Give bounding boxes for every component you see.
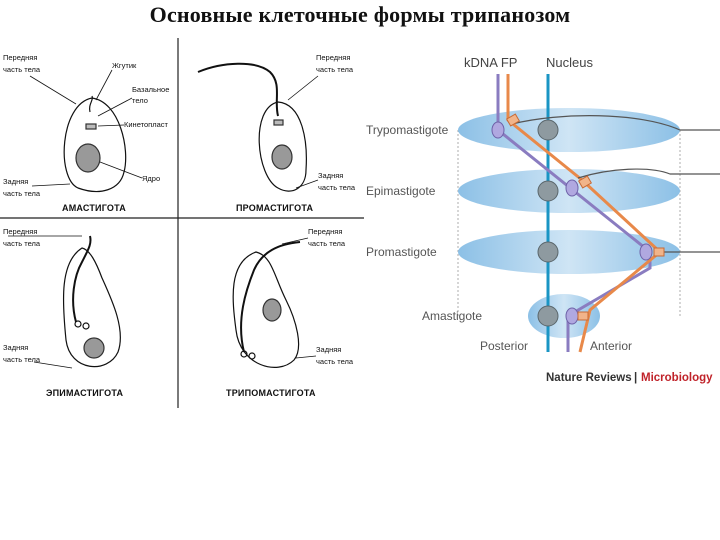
form-promastigote: ПРОМАСТИГОТА <box>236 203 313 213</box>
flagellum-label: Жгутик <box>112 61 137 70</box>
form-trypomastigote: ТРИПОМАСТИГОТА <box>226 388 316 398</box>
disc-promastigote <box>458 230 680 274</box>
stage-label-promastigote: Promastigote <box>366 245 437 259</box>
promastigote-rear-label-1: Задняя <box>318 171 343 180</box>
promastigote-rear-label-2: часть тела <box>318 183 356 192</box>
posterior-label: Posterior <box>480 339 528 353</box>
anterior-label: Anterior <box>590 339 632 353</box>
epimastigote-front-label-1: Передняя <box>3 227 37 236</box>
amastigote-rear-label-2: часть тела <box>3 189 41 198</box>
trypomastigote-front-label-2: часть тела <box>308 239 346 248</box>
amastigote-rear-label-1: Задняя <box>3 177 28 186</box>
epimastigote-rear-label-2: часть тела <box>3 355 41 364</box>
epimastigote-cell <box>62 235 121 368</box>
trypomastigote-front-label-1: Передняя <box>308 227 342 236</box>
amastigote-front-label-1: Передняя <box>3 53 37 62</box>
kinetoplast-label: Кинетопласт <box>124 120 169 129</box>
promastigote-cell <box>197 62 307 192</box>
epimastigote-front-label-2: часть тела <box>3 239 41 248</box>
trypomastigote-cell <box>232 241 301 368</box>
stage-label-epimastigote: Epimastigote <box>366 184 436 198</box>
form-amastigote: АМАСТИГОТА <box>62 203 126 213</box>
epimastigote-rear-label-1: Задняя <box>3 343 28 352</box>
promastigote-front-label-2: часть тела <box>316 65 354 74</box>
nature-reviews-credit: Nature Reviews <box>546 372 632 384</box>
form-epimastigote: ЭПИМАСТИГОТА <box>46 388 123 398</box>
microbiology-credit: Microbiology <box>641 372 713 384</box>
basal-body-label-1: Базальное <box>132 85 169 94</box>
header-kdna-fp: kDNA FP <box>464 55 517 70</box>
amastigote-front-label-2: часть тела <box>3 65 41 74</box>
trypomastigote-rear-label-2: часть тела <box>316 357 354 366</box>
stage-label-amastigote: Amastigote <box>422 309 482 323</box>
credit-separator: | <box>634 372 637 384</box>
header-nucleus: Nucleus <box>546 55 593 70</box>
promastigote-front-label-1: Передняя <box>316 53 350 62</box>
stage-label-trypomastigote: Trypomastigote <box>366 123 449 137</box>
trypomastigote-rear-label-1: Задняя <box>316 345 341 354</box>
disc-amastigote <box>528 294 600 338</box>
page-title: Основные клеточные формы трипанозом <box>149 2 571 27</box>
disc-trypomastigote <box>458 108 680 152</box>
nucleus-label: Ядро <box>142 174 160 183</box>
basal-body-label-2: тело <box>132 96 148 105</box>
